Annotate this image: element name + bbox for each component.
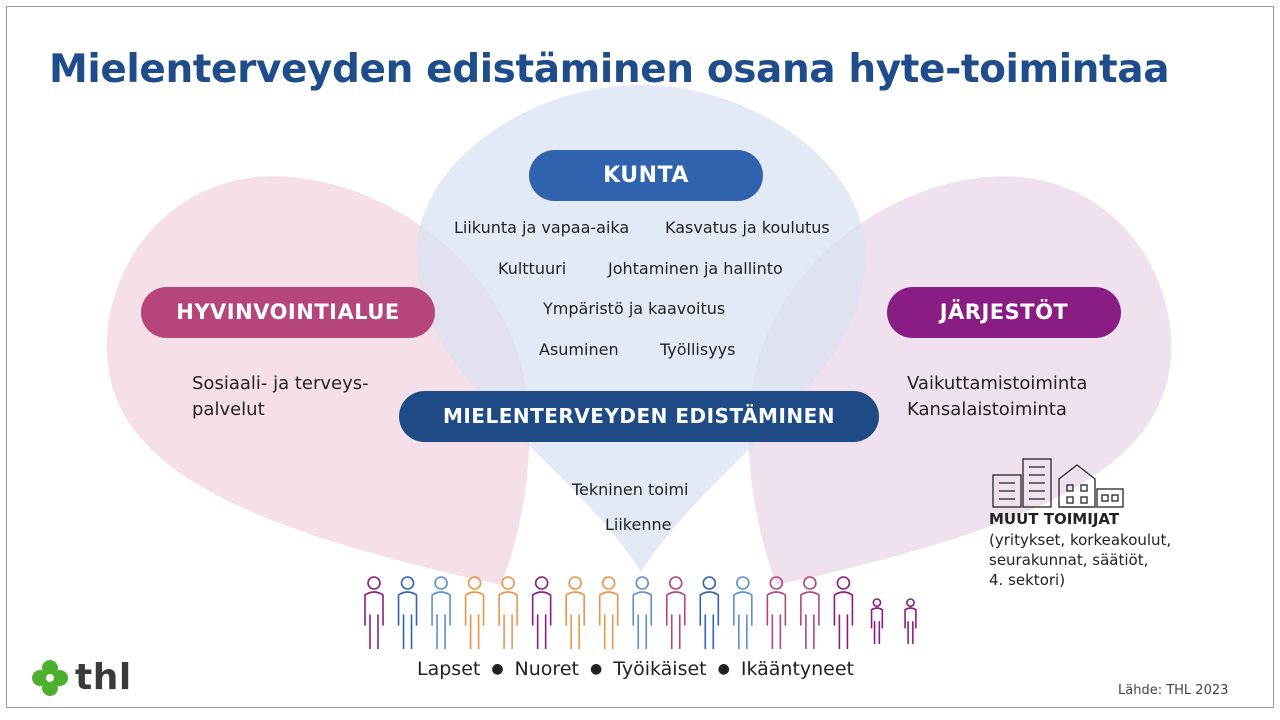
jarjestot-line: Vaikuttamistoiminta	[907, 373, 1088, 394]
kunta-item: Asuminen	[539, 340, 619, 359]
jarjestot-line: Kansalaistoiminta	[907, 399, 1067, 420]
group-label: Ikääntyneet	[740, 658, 855, 680]
muut-toimijat-line: 4. sektori)	[989, 571, 1066, 589]
person-icon	[733, 576, 753, 649]
kunta-item: Kasvatus ja koulutus	[665, 218, 830, 237]
bullet-icon: ●	[589, 661, 603, 677]
group-label: Nuoret	[514, 658, 579, 680]
people-illustration	[364, 576, 917, 649]
kunta-item: Liikunta ja vapaa-aika	[454, 218, 630, 237]
bullet-icon: ●	[717, 661, 730, 677]
person-icon	[397, 576, 418, 649]
person-icon	[464, 576, 485, 649]
group-label: Työikäiset	[613, 658, 707, 680]
kunta-lower-item: Liikenne	[605, 515, 672, 534]
person-icon	[766, 576, 787, 649]
hyvinvointialue-description: Sosiaali- ja terveys- palvelut	[192, 371, 369, 423]
person-icon	[699, 576, 720, 649]
person-icon	[531, 576, 552, 649]
person-icon	[431, 576, 451, 649]
person-icon	[870, 598, 884, 645]
group-label: Lapset	[417, 658, 481, 680]
logo-text: thl	[75, 657, 132, 698]
hyvinvointialue-label: HYVINVOINTIALUE	[141, 287, 435, 338]
buildings-icon	[992, 458, 1124, 508]
thl-clover-icon	[32, 659, 68, 696]
muut-toimijat-line: seurakunnat, säätiöt,	[989, 551, 1149, 569]
kunta-bubble	[416, 85, 866, 572]
person-icon	[632, 576, 653, 649]
mielenterveyden-edistaminen-label: MIELENTERVEYDEN EDISTÄMINEN	[399, 391, 879, 442]
slide: Mielenterveyden edistäminen osana hyte-t…	[6, 6, 1274, 708]
kunta-item: Ympäristö ja kaavoitus	[543, 299, 726, 318]
muut-toimijat-line: (yritykset, korkeakoulut,	[989, 531, 1172, 549]
person-icon	[665, 576, 686, 649]
person-icon	[565, 576, 585, 649]
kunta-item: Työllisyys	[660, 340, 736, 359]
hyvinvointialue-line: Sosiaali- ja terveys-	[192, 373, 369, 394]
jarjestot-label: JÄRJESTÖT	[887, 287, 1121, 338]
kunta-label: KUNTA	[529, 150, 763, 201]
bullet-icon: ●	[491, 661, 504, 677]
kunta-item: Johtaminen ja hallinto	[608, 259, 783, 278]
kunta-item: Kulttuuri	[498, 259, 567, 278]
background-shapes	[106, 85, 1172, 585]
page-title: Mielenterveyden edistäminen osana hyte-t…	[49, 47, 1170, 92]
muut-toimijat-description: (yritykset, korkeakoulut, seurakunnat, s…	[989, 530, 1171, 590]
person-icon	[498, 576, 518, 649]
hyvinvointialue-line: palvelut	[192, 399, 265, 420]
person-icon	[800, 576, 820, 649]
kunta-lower-item: Tekninen toimi	[572, 480, 689, 499]
source-note: Lähde: THL 2023	[1118, 683, 1229, 698]
jarjestot-description: Vaikuttamistoiminta Kansalaistoiminta	[907, 371, 1087, 423]
muut-toimijat-title: MUUT TOIMIJAT	[989, 510, 1120, 528]
thl-logo: thl	[31, 657, 132, 698]
person-icon	[833, 576, 854, 649]
person-icon	[364, 576, 384, 649]
person-icon	[904, 598, 917, 645]
population-groups: Lapset ● Nuoret ● Työikäiset ● Ikääntyneet	[417, 658, 854, 680]
person-icon	[598, 576, 619, 649]
